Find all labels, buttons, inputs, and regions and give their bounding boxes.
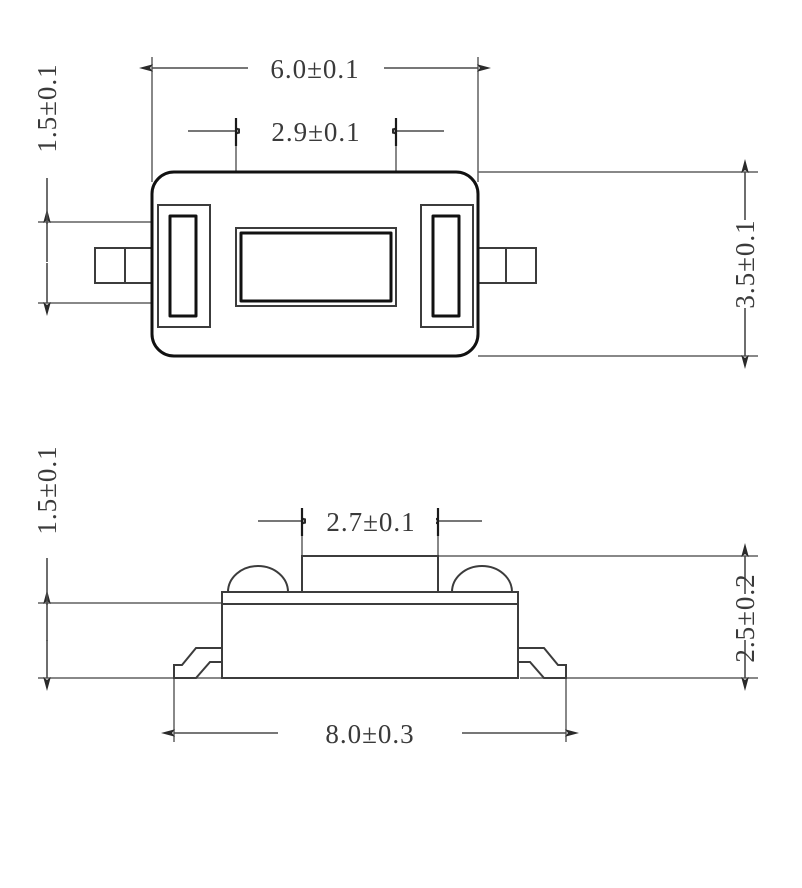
dim-8p0-text: 8.0±0.3 [325,719,414,749]
left-dome-bump [227,565,289,593]
left-contact-pad [157,204,211,328]
left-pad-outer [157,204,211,328]
left-lead-outline [173,647,222,679]
dome-bumps [227,565,513,593]
right-pad-outer [420,204,474,328]
right-terminal-tab [475,247,537,284]
dim-actuator-width: 2.7±0.1 [258,504,482,538]
right-dome-bump [451,565,513,593]
actuator-plunger [301,555,439,597]
center-window-inner [239,231,393,303]
left-terminal-tab [94,247,156,284]
dim-top-left-height: 1.5±0.1 [32,63,62,316]
right-lead [518,647,567,679]
left-lead [173,647,222,679]
left-pad-inner [168,214,198,318]
side-view: 2.7±0.1 1.5±0.1 2.5±0.2 8.0±0.3 [32,445,760,751]
dim-3p5-text: 3.5±0.1 [730,219,760,308]
dim-side-overall-width: 8.0±0.3 [161,715,579,751]
right-contact-pad [420,204,474,328]
dim-2p7-text: 2.7±0.1 [326,507,415,537]
dim-2p5-text: 2.5±0.2 [730,573,760,662]
dim-side-left-height: 1.5±0.1 [32,445,62,691]
center-window-outer [235,227,397,307]
dim-top-inner-width: 2.9±0.1 [188,114,444,148]
side-body-outline [221,591,519,679]
right-lead-outline [518,647,567,679]
dim-side-right-height: 2.5±0.2 [730,543,760,691]
dim-side-1p5-text: 1.5±0.1 [32,445,62,534]
side-view-body [221,591,519,679]
top-view-body-outline [150,170,480,358]
dim-6p0-text: 6.0±0.1 [270,54,359,84]
dim-2p9-text: 2.9±0.1 [271,117,360,147]
dim-top-1p5-text: 1.5±0.1 [32,63,62,152]
dim-top-overall-width: 6.0±0.1 [139,50,491,86]
center-actuator-window [235,227,397,307]
right-pad-inner [431,214,461,318]
dim-top-right-height: 3.5±0.1 [730,159,760,369]
top-view: 6.0±0.1 2.9±0.1 1.5±0.1 3.5±0.1 [32,50,760,369]
